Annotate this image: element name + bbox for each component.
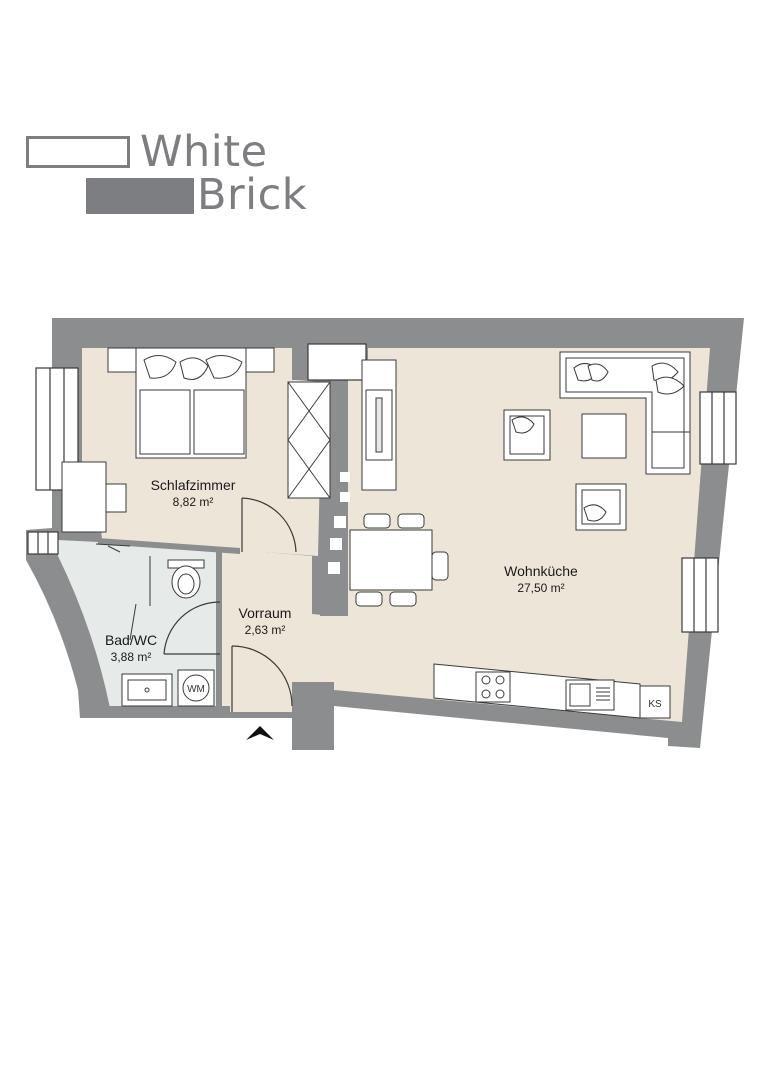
wardrobe bbox=[287, 381, 331, 499]
wall-vorraum-right bbox=[292, 682, 334, 718]
sofa bbox=[559, 351, 691, 475]
wall-bed-vorraum bbox=[98, 538, 240, 554]
label-vorraum: Vorraum bbox=[239, 605, 292, 621]
shower bbox=[95, 543, 151, 641]
door-bad bbox=[163, 601, 221, 655]
wall-niches bbox=[328, 472, 350, 574]
dining-set bbox=[349, 513, 449, 607]
coffee-table bbox=[581, 413, 627, 459]
window-top-middle bbox=[307, 343, 367, 381]
kitchen-counter bbox=[433, 663, 671, 719]
window-right-bottom bbox=[681, 557, 719, 633]
entrance-arrow-icon bbox=[246, 726, 274, 740]
washing-machine bbox=[177, 669, 215, 707]
window-bad bbox=[27, 531, 59, 555]
washing-machine-label: WM bbox=[187, 684, 205, 695]
door-schlafzimmer bbox=[241, 497, 297, 553]
label-bad: Bad/WC bbox=[105, 632, 157, 648]
armchair-bottom bbox=[575, 483, 627, 531]
area-bad: 3,88 m² bbox=[111, 650, 152, 664]
window-right-top bbox=[699, 391, 737, 465]
wall-bad-bottom bbox=[80, 706, 230, 718]
floor-vorraum bbox=[220, 548, 334, 712]
logo-word-brick: Brick bbox=[197, 170, 308, 220]
logo-filled-block bbox=[86, 178, 194, 214]
area-schlafzimmer: 8,82 m² bbox=[173, 495, 214, 509]
washbasin bbox=[121, 673, 173, 707]
brand-logo: White Brick bbox=[0, 0, 764, 240]
wall-bad-vorraum bbox=[216, 548, 222, 712]
tv-board bbox=[361, 359, 397, 491]
area-vorraum: 2,63 m² bbox=[245, 623, 286, 637]
label-schlafzimmer: Schlafzimmer bbox=[151, 477, 236, 493]
label-wohnkueche: Wohnküche bbox=[504, 563, 578, 579]
logo-word-white: White bbox=[140, 127, 268, 177]
door-entrance bbox=[231, 645, 293, 712]
armchair-left bbox=[503, 409, 551, 461]
double-bed bbox=[107, 347, 275, 459]
fridge-label: KS bbox=[648, 699, 662, 710]
logo-outline-block bbox=[26, 136, 130, 168]
desk bbox=[61, 461, 127, 533]
toilet bbox=[167, 559, 205, 599]
area-wohnkueche: 27,50 m² bbox=[517, 581, 564, 595]
